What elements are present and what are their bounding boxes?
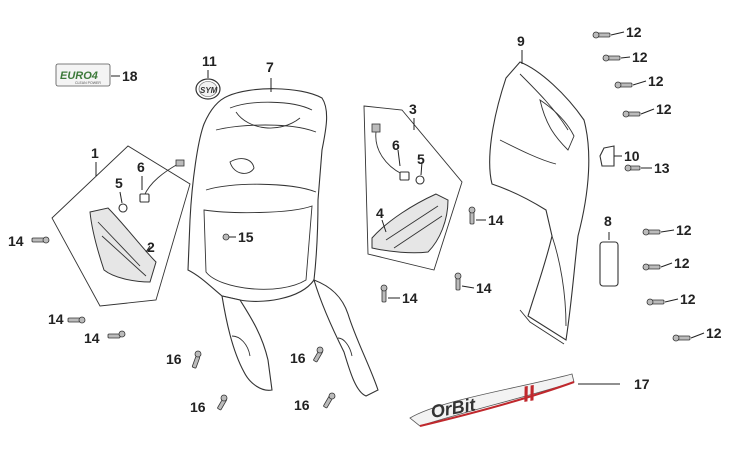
- screw-16-b: [313, 346, 324, 363]
- callout-5a: 5: [115, 175, 123, 191]
- front-cover: [187, 88, 379, 397]
- callout-13: 13: [654, 160, 670, 176]
- leader-12a: [610, 31, 625, 36]
- leader-12g: [664, 298, 679, 303]
- callout-3: 3: [409, 101, 417, 117]
- leader-12c: [632, 80, 647, 86]
- callout-12e: 12: [676, 222, 692, 238]
- screw-14-d: [468, 206, 476, 225]
- screw-14-e: [454, 272, 462, 291]
- right-turn-signal-lens: [371, 193, 449, 254]
- callout-14e: 14: [476, 280, 492, 296]
- sym-logo-emblem: SYM: [195, 78, 221, 100]
- screw-12-d: [622, 110, 641, 118]
- callout-4: 4: [376, 205, 384, 221]
- leader-12h: [690, 332, 705, 339]
- right-turn-signal-group-outline: [363, 105, 463, 271]
- callout-11: 11: [202, 53, 217, 69]
- callout-1: 1: [91, 145, 99, 161]
- screw-16-d: [323, 392, 336, 409]
- screw-16-a: [191, 350, 202, 369]
- leader-4: [381, 219, 387, 233]
- callout-18: 18: [122, 68, 138, 84]
- strip-8: [599, 241, 619, 287]
- screw-15: [222, 233, 230, 241]
- screw-14-a: [31, 236, 50, 244]
- callout-6a: 6: [137, 159, 145, 175]
- clip-10: [599, 145, 615, 167]
- sym-logo-text: SYM: [200, 86, 218, 95]
- callout-14b: 14: [48, 311, 64, 327]
- callout-17: 17: [634, 376, 650, 392]
- euro4-badge-main-text: EURO4: [60, 70, 98, 82]
- callout-12f: 12: [674, 255, 690, 271]
- callout-14d: 14: [488, 212, 504, 228]
- left-turn-signal-group-outline: [51, 145, 191, 307]
- right-socket-6: [371, 123, 410, 181]
- callout-16b: 16: [290, 350, 306, 366]
- left-socket-6: [139, 159, 185, 203]
- callout-16c: 16: [190, 399, 206, 415]
- right-bulb-5: [415, 175, 425, 185]
- left-turn-signal-lens: [89, 207, 157, 283]
- leader-12f: [660, 262, 673, 268]
- callout-10: 10: [624, 148, 640, 164]
- screw-14-b: [67, 316, 86, 324]
- inner-cover: [489, 61, 590, 345]
- leader-5b: [420, 161, 423, 176]
- screw-14-c: [107, 330, 126, 339]
- callout-5b: 5: [417, 151, 425, 167]
- leader-6b: [397, 149, 401, 167]
- callout-16a: 16: [166, 351, 182, 367]
- callout-8: 8: [604, 213, 612, 229]
- callout-9: 9: [517, 33, 525, 49]
- callout-16d: 16: [294, 397, 310, 413]
- leader-12d: [640, 108, 655, 115]
- model-decal-text: OrBit: [429, 394, 478, 422]
- leader-5a: [119, 191, 123, 204]
- leader-12b: [620, 56, 631, 59]
- callout-12a: 12: [626, 24, 642, 40]
- callout-14a: 14: [8, 233, 24, 249]
- screw-12-b: [602, 54, 621, 62]
- screw-12-h: [672, 334, 691, 342]
- screw-16-c: [217, 394, 228, 411]
- screw-12-c: [614, 81, 633, 89]
- screw-13: [624, 164, 641, 172]
- screw-12-e: [642, 228, 661, 236]
- callout-6b: 6: [392, 137, 400, 153]
- callout-14f: 14: [402, 290, 418, 306]
- screw-12-g: [646, 298, 665, 306]
- screw-14-f: [380, 284, 388, 303]
- screw-12-a: [592, 31, 611, 39]
- euro4-badge: EURO4 CLEAN POWER: [55, 63, 111, 87]
- callout-12h: 12: [706, 325, 722, 341]
- callout-7: 7: [266, 59, 274, 75]
- euro4-badge-sub-text: CLEAN POWER: [75, 81, 101, 85]
- callout-12d: 12: [656, 101, 672, 117]
- callout-12b: 12: [632, 49, 648, 65]
- callout-15: 15: [238, 229, 254, 245]
- model-decal-suffix: II: [521, 380, 538, 407]
- callout-2: 2: [147, 239, 155, 255]
- callout-12c: 12: [648, 73, 664, 89]
- screw-12-f: [642, 263, 661, 271]
- leader-14e: [461, 285, 475, 289]
- model-decal: OrBit II: [409, 373, 575, 427]
- callout-12g: 12: [680, 291, 696, 307]
- leader-2: [145, 245, 151, 253]
- left-bulb-5: [118, 203, 128, 213]
- callout-14c: 14: [84, 330, 100, 346]
- leader-12e: [660, 229, 675, 233]
